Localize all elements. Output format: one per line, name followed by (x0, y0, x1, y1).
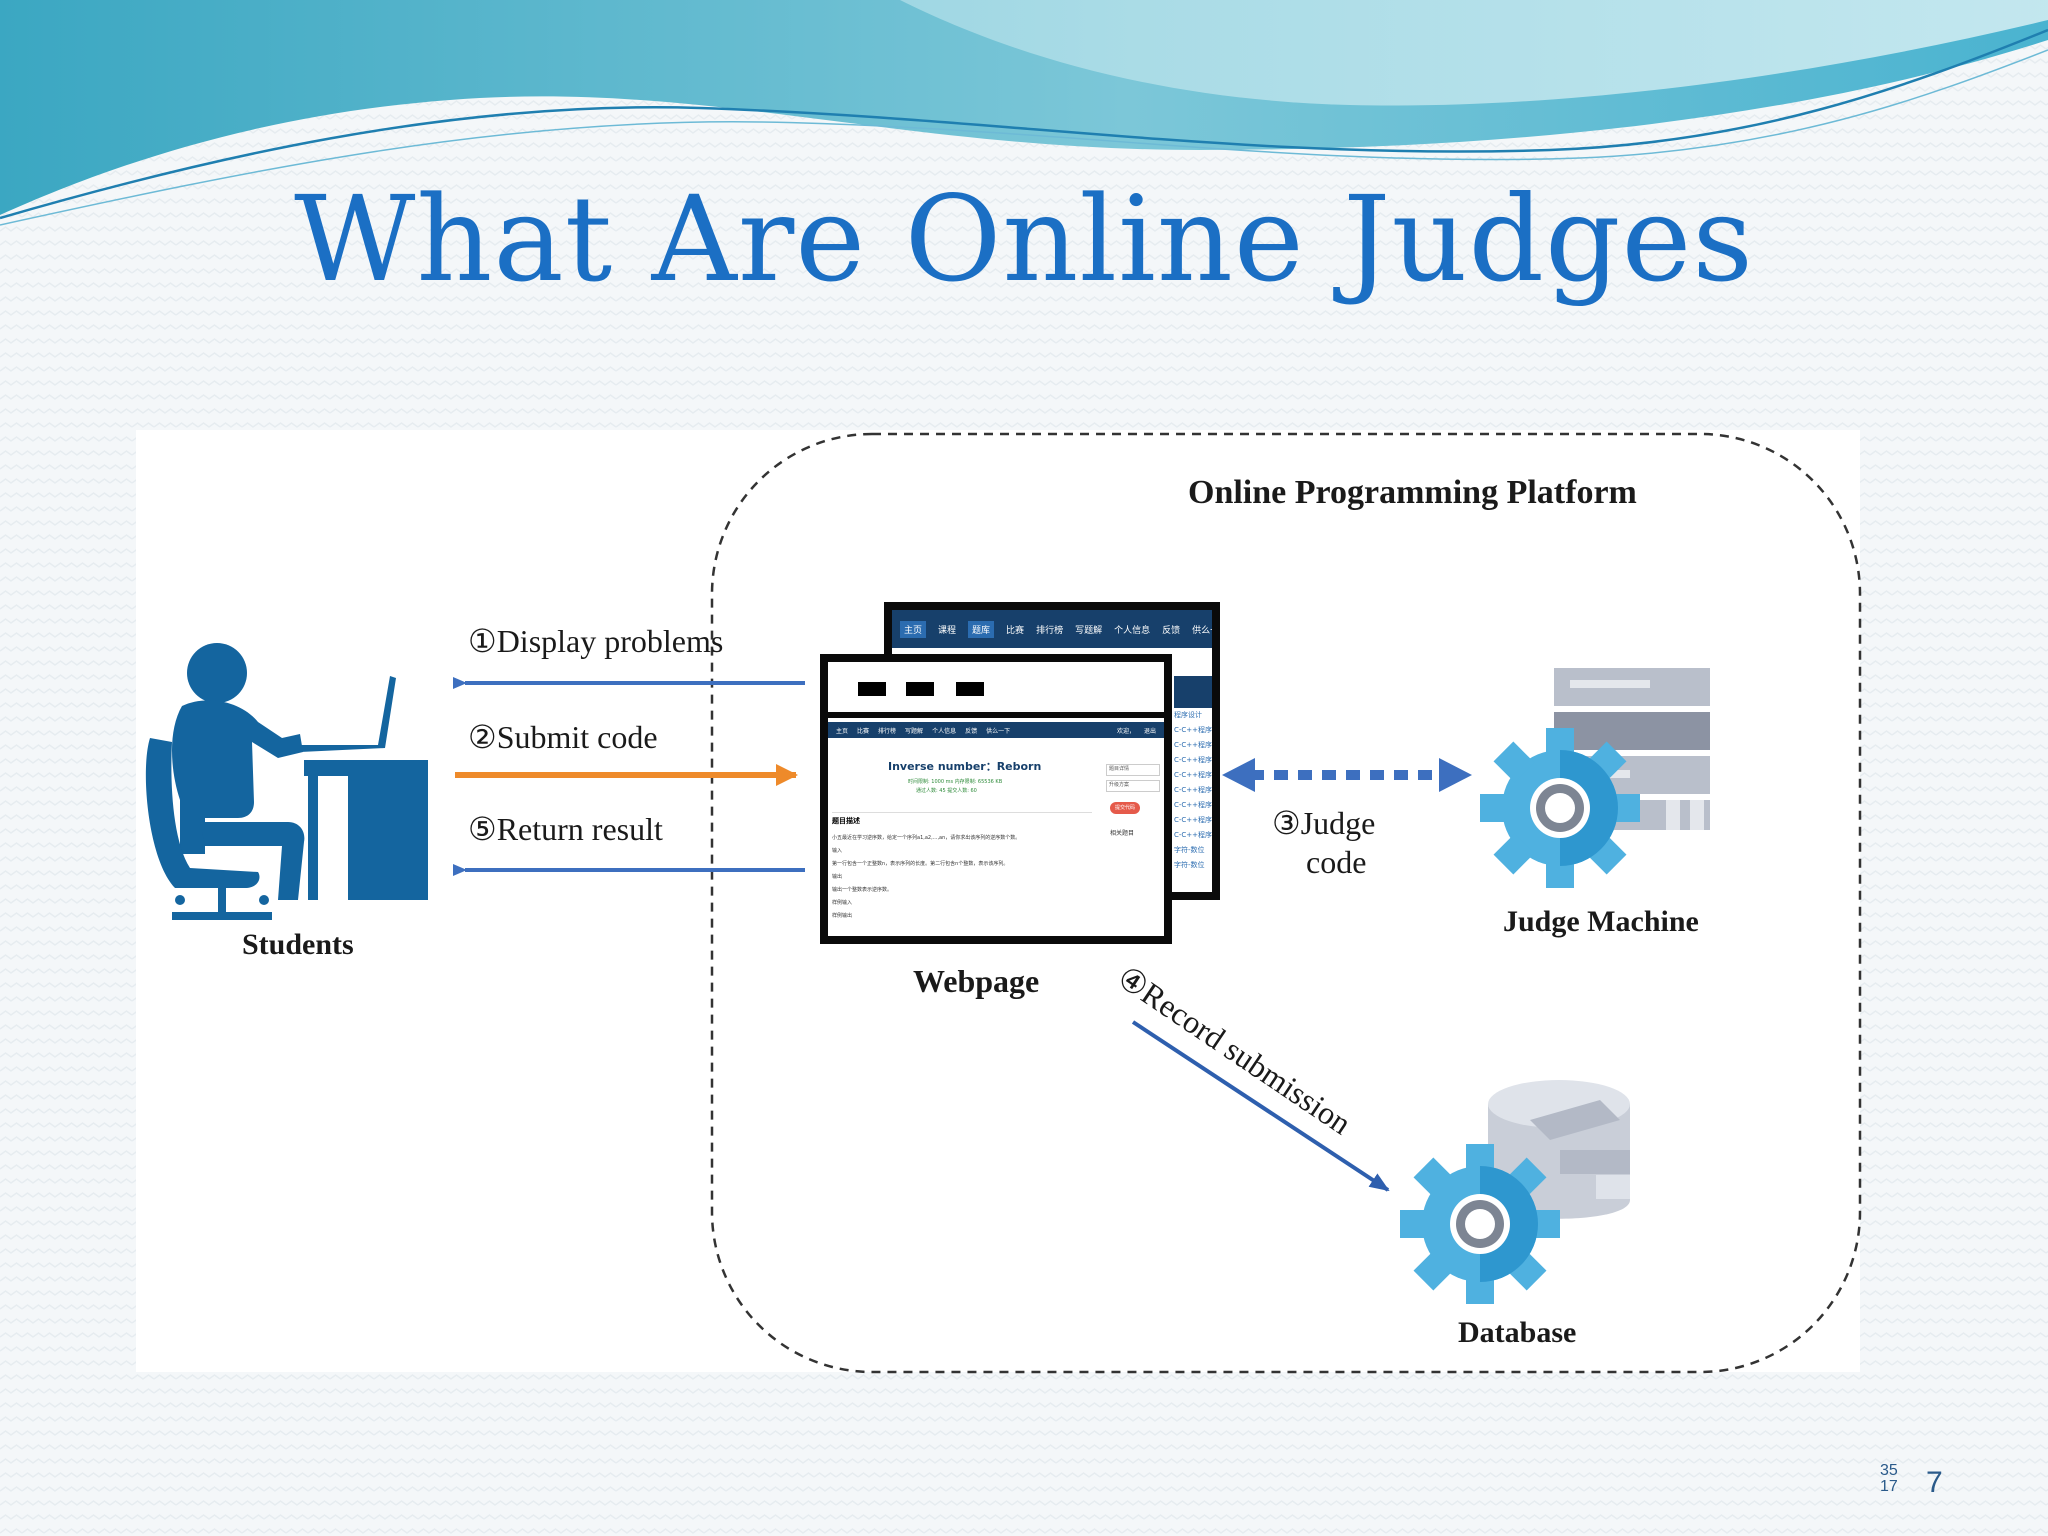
students-label: Students (242, 928, 354, 961)
problem-line: 样例输入 (832, 900, 853, 906)
slide-title: What Are Online Judges (294, 170, 1754, 308)
back-side-item: C-C++程序 (1174, 726, 1212, 734)
section-divider (832, 812, 1092, 813)
problem-line: 小五最近在学习逆序数，给定一个序列a1,a2,...,an，请你求出该序列的逆序… (832, 835, 1021, 841)
step-judge-code-line1: ③Judge (1272, 805, 1376, 841)
judge-gear-icon (1480, 728, 1640, 888)
back-nav-item: 题库 (968, 620, 995, 638)
back-nav-item: 个人信息 (1114, 625, 1151, 636)
back-side-item: 字符-数位 (1174, 861, 1205, 869)
back-nav-bar: 主页 课程 题库 比赛 排行榜 写题解 个人信息 反馈 供么一下 (892, 610, 1212, 648)
back-side-item: C-C++程序 (1174, 816, 1212, 824)
back-side-item: C-C++程序 (1174, 756, 1212, 764)
problem-stats: 时间限制: 1000 ms 内存限制: 65536 KB (908, 779, 1003, 785)
problem-stats-2: 通过人数: 45 提交人数: 60 (916, 788, 977, 794)
front-nav-item: 反馈 (965, 727, 978, 735)
back-side-item: C-C++程序 (1174, 786, 1212, 794)
front-nav-bar: 主页 比赛 排行榜 写题解 个人信息 反馈 供么一下 欢迎， 退出 (828, 722, 1164, 738)
front-nav-item: 排行榜 (878, 727, 897, 735)
submit-code-button[interactable]: 提交代码 (1110, 802, 1140, 814)
back-nav-item: 反馈 (1162, 625, 1181, 636)
back-side-item: C-C++程序 (1174, 771, 1212, 779)
problem-line: 输出 (832, 874, 843, 880)
step-return-result: ⑤Return result (468, 811, 663, 847)
front-nav-item: 个人信息 (932, 727, 957, 735)
step-display-problems: ①Display problems (468, 623, 724, 659)
problem-line: 第一行包含一个正整数n，表示序列的长度。第二行包含n个整数，表示该序列。 (832, 861, 1009, 867)
database-label: Database (1458, 1316, 1577, 1349)
webpage-screenshot-front: 主页 比赛 排行榜 写题解 个人信息 反馈 供么一下 欢迎， 退出 Invers… (820, 654, 1172, 944)
front-nav-item: 退出 (1143, 727, 1156, 735)
corner-mark-top: 35 (1880, 1462, 1898, 1479)
section-heading: 题目描述 (832, 817, 860, 825)
judge-code-arrow (1222, 758, 1472, 792)
back-nav-item: 供么一下 (1192, 625, 1220, 636)
student-at-desk-icon (145, 643, 428, 920)
page-number: 7 (1926, 1466, 1943, 1499)
problem-line: 样例输出 (832, 913, 853, 919)
front-nav-item: 欢迎， (1116, 727, 1135, 735)
platform-boundary (710, 432, 1862, 1374)
side-link[interactable]: 相关题目 (1110, 830, 1135, 837)
front-nav-item: 供么一下 (986, 727, 1011, 735)
step-judge-code-line2: code (1306, 844, 1367, 880)
front-nav-item: 主页 (836, 727, 849, 735)
step-submit-code: ②Submit code (468, 719, 658, 755)
back-nav-item: 主页 (900, 620, 927, 638)
back-side-item: 字符-数位 (1174, 846, 1205, 854)
judge-machine-label: Judge Machine (1503, 905, 1699, 938)
back-nav-item: 课程 (938, 625, 957, 636)
back-nav-item: 排行榜 (1036, 625, 1064, 636)
corner-mark-bottom: 17 (1880, 1478, 1898, 1495)
back-nav-item: 写题解 (1075, 625, 1103, 636)
problem-line: 输出一个整数表示逆序数。 (832, 887, 893, 893)
platform-label: Online Programming Platform (1188, 474, 1637, 511)
webpage-label: Webpage (913, 963, 1040, 999)
side-box: 升级方案 (1106, 780, 1160, 792)
database-gear-icon (1400, 1144, 1560, 1304)
redacted-block (906, 682, 934, 696)
back-side-item: C-C++程序 (1174, 741, 1212, 749)
record-submission-arrow (1131, 1020, 1390, 1192)
problem-title: Inverse number：Reborn (888, 760, 1042, 773)
redacted-block (858, 682, 886, 696)
front-nav-item: 写题解 (905, 727, 924, 735)
side-box: 题目详情 (1106, 764, 1160, 776)
problem-body: 小五最近在学习逆序数，给定一个序列a1,a2,...,an，请你求出该序列的逆序… (832, 832, 1092, 923)
back-nav-item: 比赛 (1006, 625, 1025, 636)
problem-line: 输入 (832, 848, 843, 854)
front-nav-item: 比赛 (857, 727, 870, 735)
redacted-block (956, 682, 984, 696)
back-side-item: C-C++程序 (1174, 831, 1212, 839)
back-side-list: 程序设计 C-C++程序 C-C++程序 C-C++程序 C-C++程序 C-C… (1174, 676, 1212, 873)
back-side-item: 程序设计 (1174, 711, 1202, 719)
redacted-header (828, 662, 1164, 718)
back-side-item: C-C++程序 (1174, 801, 1212, 809)
